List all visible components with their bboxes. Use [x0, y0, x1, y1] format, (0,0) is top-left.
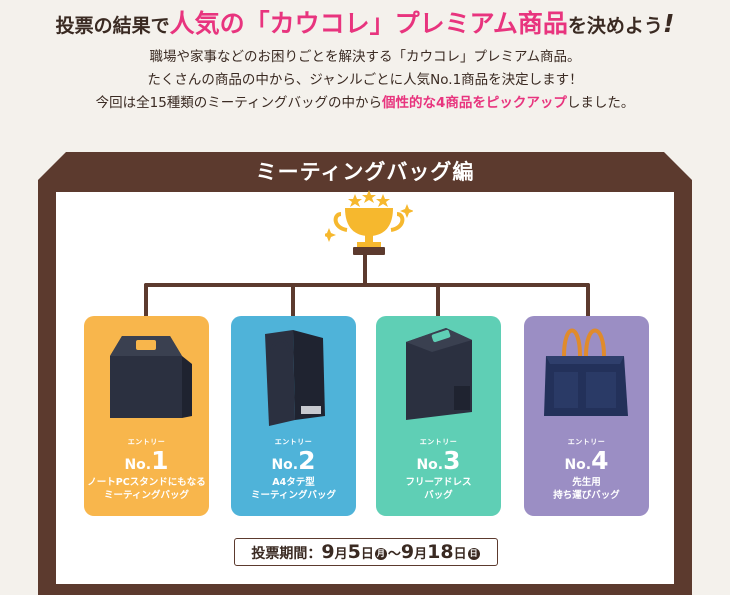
intro-line1: 職場や家事などのお困りごとを解決する「カウコレ」プレミアム商品。	[149, 49, 581, 65]
section-title: ミーティングバッグ編	[255, 160, 475, 184]
entry-card-2[interactable]: エントリー No.2 A4タテ型ミーティングバッグ	[231, 316, 356, 516]
vote-start-day-unit: 日	[360, 547, 374, 562]
entry-name-1: ノートPCスタンドにもなるミーティングバッグ	[84, 476, 209, 502]
vote-start-weekday: 月	[374, 547, 387, 560]
vote-start-month-unit: 月	[334, 547, 348, 562]
headline-highlight: 人気の「カウコレ」プレミアム商品	[169, 9, 568, 38]
entry-label-1: エントリー	[127, 438, 166, 446]
intro-line3-pre: 今回は全15種類のミーティングバッグの中から	[95, 95, 382, 111]
vote-end-weekday: 日	[467, 547, 480, 560]
entry-name-3: フリーアドレスバッグ	[376, 476, 501, 502]
entry-name-1-line2: ミーティングバッグ	[104, 490, 189, 501]
entry-no-prefix-1: No.	[124, 457, 152, 473]
entry-name-4-line2: 持ち運びバッグ	[553, 490, 620, 501]
entry-name-2-line1: A4タテ型	[272, 477, 315, 488]
entry-label-2: エントリー	[274, 438, 313, 446]
entry-label-4: エントリー	[567, 438, 606, 446]
vote-start-month: 9	[321, 541, 335, 563]
entry-no-prefix-4: No.	[564, 457, 592, 473]
entry-no-prefix-3: No.	[416, 457, 444, 473]
entry-name-4: 先生用持ち運びバッグ	[524, 476, 649, 502]
entry-no-value-3: 3	[443, 446, 461, 475]
entry-number-4: No.4	[524, 446, 649, 475]
intro-line3-highlight: 個性的な4商品をピックアップ	[381, 95, 567, 111]
vote-end-day: 18	[427, 541, 454, 563]
entry-number-1: No.1	[84, 446, 209, 475]
intro-text: 職場や家事などのお困りごとを解決する「カウコレ」プレミアム商品。 たくさんの商品…	[0, 46, 730, 115]
vote-period-label: 投票期間：	[251, 546, 322, 562]
intro-line2: たくさんの商品の中から、ジャンルごとに人気No.1商品を決定します！	[147, 72, 583, 88]
entry-name-1-line1: ノートPCスタンドにもなる	[87, 477, 206, 488]
vote-separator: 〜	[387, 547, 401, 562]
entry-name-2-line2: ミーティングバッグ	[251, 490, 336, 501]
entry-card-1[interactable]: エントリー No.1 ノートPCスタンドにもなるミーティングバッグ	[84, 316, 209, 516]
entry-number-3: No.3	[376, 446, 501, 475]
intro-line3-post: しました。	[566, 95, 635, 111]
intro-line3: 今回は全15種類のミーティングバッグの中から個性的な4商品をピックアップしました…	[0, 92, 730, 115]
entry-name-2: A4タテ型ミーティングバッグ	[231, 476, 356, 502]
bag-image-1	[110, 336, 192, 418]
entry-name-3-line1: フリーアドレス	[405, 477, 472, 488]
entry-label-3: エントリー	[419, 438, 458, 446]
headline-part2: を決めよう	[567, 15, 663, 37]
entry-name-3-line2: バッグ	[424, 490, 453, 501]
entry-no-value-2: 2	[298, 446, 316, 475]
entry-card-4[interactable]: エントリー No.4 先生用持ち運びバッグ	[524, 316, 649, 516]
entry-no-value-1: 1	[151, 446, 169, 475]
vote-end-month: 9	[400, 541, 415, 563]
vote-end-day-unit: 日	[453, 547, 467, 562]
entry-name-4-line1: 先生用	[572, 477, 601, 488]
bag-image-3	[406, 328, 472, 420]
trophy-icon	[325, 190, 413, 255]
headline-exclaim: !	[662, 9, 675, 38]
vote-period-box: 投票期間：9月5日月〜9月18日日	[234, 538, 498, 566]
entry-no-value-4: 4	[591, 446, 609, 475]
vote-end-month-unit: 月	[414, 547, 428, 562]
bag-image-2	[265, 330, 325, 426]
bag-image-4	[544, 328, 628, 416]
entry-card-3[interactable]: エントリー No.3 フリーアドレスバッグ	[376, 316, 501, 516]
vote-start-day: 5	[347, 541, 361, 563]
entry-number-2: No.2	[231, 446, 356, 475]
headline-part1: 投票の結果で	[55, 15, 170, 37]
entry-no-prefix-2: No.	[271, 457, 299, 473]
headline: 投票の結果で人気の「カウコレ」プレミアム商品を決めよう!	[0, 4, 730, 40]
